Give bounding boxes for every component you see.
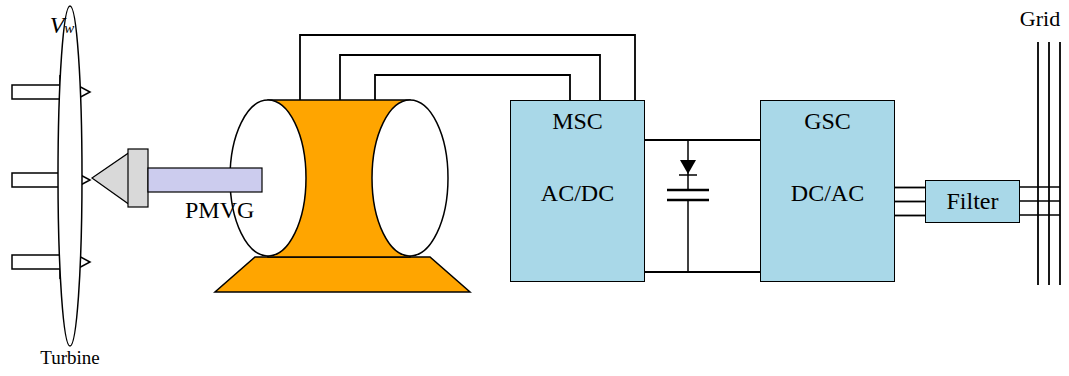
node-subtitle: DC/AC [791, 179, 864, 207]
converter-box: GSC DC/AC [760, 100, 895, 282]
wire [340, 55, 600, 100]
wind-speed-label: Vw [50, 12, 75, 41]
wire [300, 35, 635, 100]
grid-bus [1038, 42, 1060, 285]
turbine-hub [128, 149, 148, 207]
generator-cylinder: PMVG [145, 95, 475, 295]
wire [895, 187, 925, 189]
generator-right-face [372, 100, 448, 256]
capacitor-plate [667, 199, 709, 202]
feed-line [1020, 186, 1060, 188]
wire [645, 139, 760, 141]
wire-connector [300, 35, 635, 100]
capacitor-lead [687, 200, 689, 272]
diode-bar [679, 174, 697, 176]
grid-line [1059, 42, 1061, 285]
diode-symbol [679, 160, 697, 175]
wire-connector [895, 188, 925, 216]
generator-base [215, 257, 470, 292]
turbine-hub-cone [92, 152, 130, 205]
grid-label: Grid [1020, 6, 1060, 32]
turbine-shaft [148, 168, 262, 192]
filter-box: Filter [925, 180, 1020, 223]
grid-feed-lines [1020, 187, 1060, 215]
turbine-label: Turbine [40, 347, 99, 369]
turbine-blade [58, 6, 82, 346]
wire-connector [645, 140, 760, 272]
converter-box: MSC AC/DC [510, 100, 645, 282]
node-title: GSC [804, 107, 851, 135]
capacitor-plate [667, 189, 709, 192]
node-title: MSC [552, 107, 603, 135]
generator-outline [145, 95, 475, 295]
node-title: PMVG [185, 196, 475, 224]
wire [895, 215, 925, 217]
dc-link-capacitor [667, 140, 709, 272]
node-title: Filter [947, 187, 999, 215]
grid-line [1048, 42, 1050, 285]
wire [645, 271, 760, 273]
wire [375, 75, 570, 100]
diode-triangle [680, 160, 696, 174]
feed-line [1020, 200, 1060, 202]
feed-line [1020, 214, 1060, 216]
wire [895, 201, 925, 203]
grid-line [1037, 42, 1039, 285]
node-subtitle: AC/DC [541, 179, 614, 207]
